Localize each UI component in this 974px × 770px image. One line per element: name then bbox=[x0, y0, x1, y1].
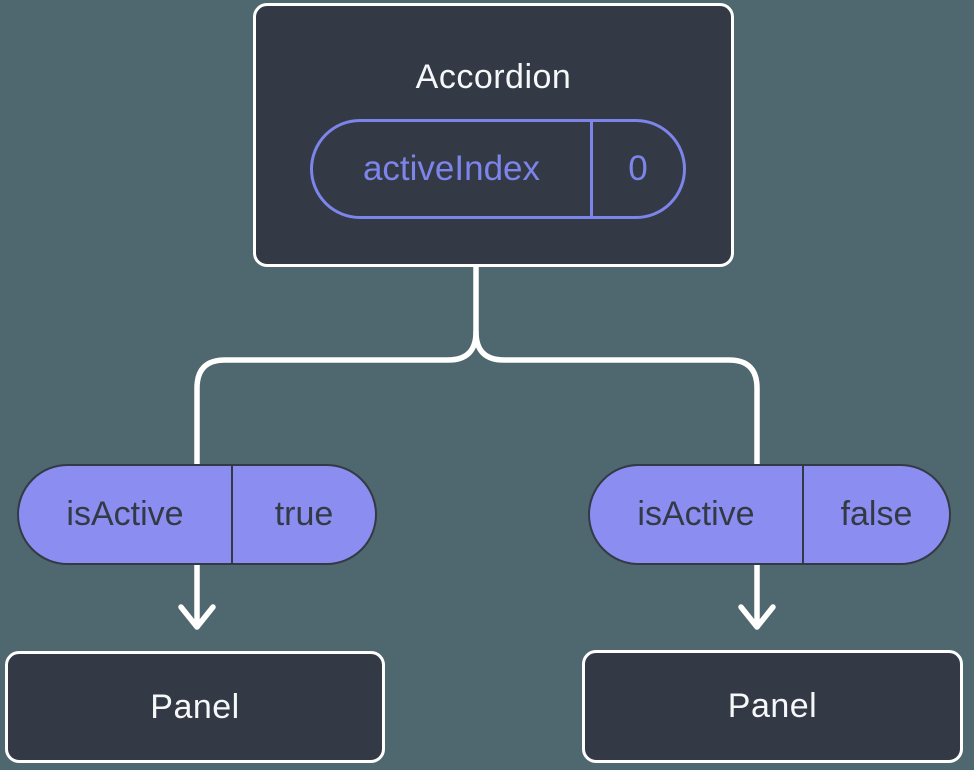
prop-value: true bbox=[274, 495, 334, 533]
accordion-node: Accordion activeIndex 0 bbox=[253, 3, 734, 267]
panel-node-title: Panel bbox=[150, 687, 240, 726]
branch-left-line bbox=[194, 261, 479, 624]
state-pill: activeIndex 0 bbox=[310, 119, 686, 219]
panel-node-left: Panel bbox=[5, 651, 385, 763]
prop-value: false bbox=[840, 495, 913, 533]
state-value: 0 bbox=[590, 122, 683, 216]
arrow-down-right-icon bbox=[738, 604, 776, 630]
arrow-down-left-icon bbox=[178, 604, 216, 630]
panel-node-title: Panel bbox=[727, 687, 818, 725]
prop-pill-left: isActive true bbox=[17, 464, 377, 565]
panel-node-right: Panel bbox=[582, 650, 963, 763]
state-name: activeIndex bbox=[362, 149, 541, 188]
prop-pill-right: isActive false bbox=[588, 464, 951, 565]
prop-name: isActive bbox=[590, 466, 804, 563]
branch-right-line bbox=[473, 329, 760, 624]
prop-name: isActive bbox=[19, 466, 233, 563]
accordion-node-title: Accordion bbox=[415, 58, 572, 96]
